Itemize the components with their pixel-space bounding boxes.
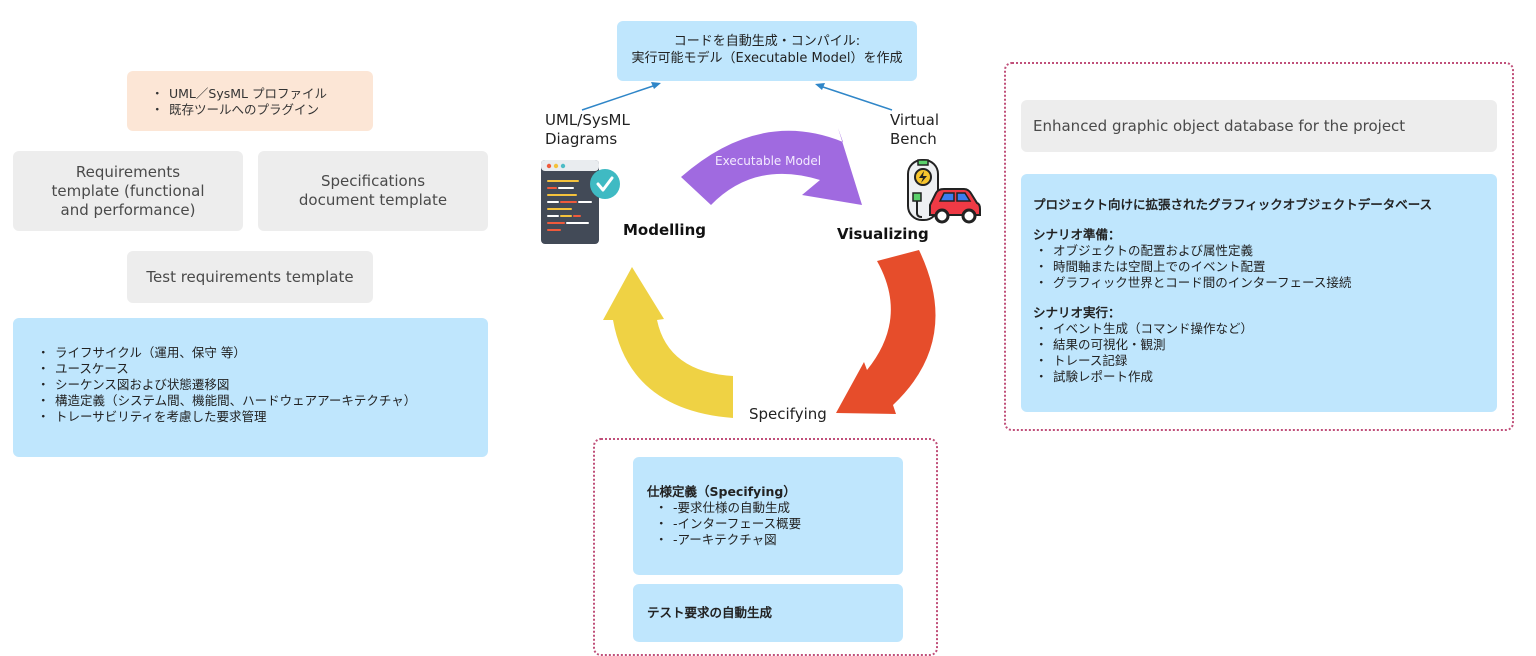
scenario-exec-list: イベント生成（コマンド操作など） 結果の可視化・観測 トレース記録 試験レポート… [1033,321,1497,385]
specifying-group [593,438,938,656]
db-details-box: プロジェクト向けに拡張されたグラフィックオブジェクトデータベース シナリオ準備：… [1021,174,1497,412]
uml-diagrams-label: UML/SysML Diagrams [545,111,630,148]
list-item: 時間軸または空間上でのイベント配置 [1033,259,1497,275]
specifying-to-modelling-arrow [603,267,733,418]
list-item: オブジェクトの配置および属性定義 [1033,243,1497,259]
list-item: 構造定義（システム間、機能間、ハードウェアアーキテクチャ） [35,393,488,409]
db-title-box: Enhanced graphic object database for the… [1021,100,1497,152]
arrow-label: Executable Model [715,154,822,168]
scenario-prep-list: オブジェクトの配置および属性定義 時間軸または空間上でのイベント配置 グラフィッ… [1033,243,1497,291]
test-requirements-template-box: Test requirements template [127,251,373,303]
list-item: トレース記録 [1033,353,1497,369]
test-generation-box: テスト要求の自動生成 [633,584,903,642]
executable-model-box: コードを自動生成・コンパイル: 実行可能モデル（Executable Model… [617,21,917,81]
specifying-list: -要求仕様の自動生成 -インターフェース概要 -アーキテクチャ図 [647,500,903,548]
visualizing-group [1004,62,1514,431]
list-item: 試験レポート作成 [1033,369,1497,385]
list-item: グラフィック世界とコード間のインターフェース接続 [1033,275,1497,291]
executable-model-arrow [681,128,862,205]
specifying-box: 仕様定義（Specifying） -要求仕様の自動生成 -インターフェース概要 … [633,457,903,575]
list-item: -要求仕様の自動生成 [653,500,903,516]
list-item: UML／SysML プロファイル [149,86,373,102]
specifications-template-label: Specifications document template [298,172,448,209]
db-details-title: プロジェクト向けに拡張されたグラフィックオブジェクトデータベース [1033,197,1433,212]
list-item: シーケンス図および状態遷移図 [35,377,488,393]
requirements-template-label: Requirements template (functional and pe… [51,162,205,219]
connector-right [819,85,893,111]
specifying-label: Specifying [749,405,827,423]
virtual-bench-label: Virtual Bench [890,111,940,148]
list-item: -アーキテクチャ図 [653,532,903,548]
list-item: トレーサビリティを考慮した要求管理 [35,409,488,425]
specifications-template-box: Specifications document template [258,151,488,231]
list-item: 結果の可視化・観測 [1033,337,1497,353]
code-editor-icon [541,160,620,244]
modelling-details-box: ライフサイクル（運用、保守 等） ユースケース シーケンス図および状態遷移図 構… [13,318,488,457]
list-item: イベント生成（コマンド操作など） [1033,321,1497,337]
list-item: -インターフェース概要 [653,516,903,532]
connector-right-arrowhead [815,83,825,90]
scenario-prep-title: シナリオ準備： [1033,227,1121,242]
scenario-exec-title: シナリオ実行： [1033,305,1121,320]
visualizing-label: Visualizing [837,225,929,243]
ev-charging-car-icon [907,159,981,224]
executable-model-line2: 実行可能モデル（Executable Model）を作成 [631,51,903,66]
test-generation-title: テスト要求の自動生成 [647,605,773,620]
db-title-label: Enhanced graphic object database for the… [1033,117,1406,135]
modelling-label: Modelling [623,221,706,239]
list-item: ユースケース [35,361,488,377]
plugin-box: UML／SysML プロファイル 既存ツールへのプラグイン [127,71,373,131]
plugin-list: UML／SysML プロファイル 既存ツールへのプラグイン [149,86,373,118]
requirements-template-box: Requirements template (functional and pe… [13,151,243,231]
test-requirements-template-label: Test requirements template [146,267,354,286]
modelling-details-list: ライフサイクル（運用、保守 等） ユースケース シーケンス図および状態遷移図 構… [35,345,488,425]
list-item: ライフサイクル（運用、保守 等） [35,345,488,361]
list-item: 既存ツールへのプラグイン [149,102,373,118]
executable-model-line1: コードを自動生成・コンパイル: [673,34,861,49]
connector-left-arrowhead [651,82,661,89]
specifying-box-title: 仕様定義（Specifying） [647,484,796,499]
connector-left [581,84,657,111]
visualizing-to-specifying-arrow [836,250,936,414]
